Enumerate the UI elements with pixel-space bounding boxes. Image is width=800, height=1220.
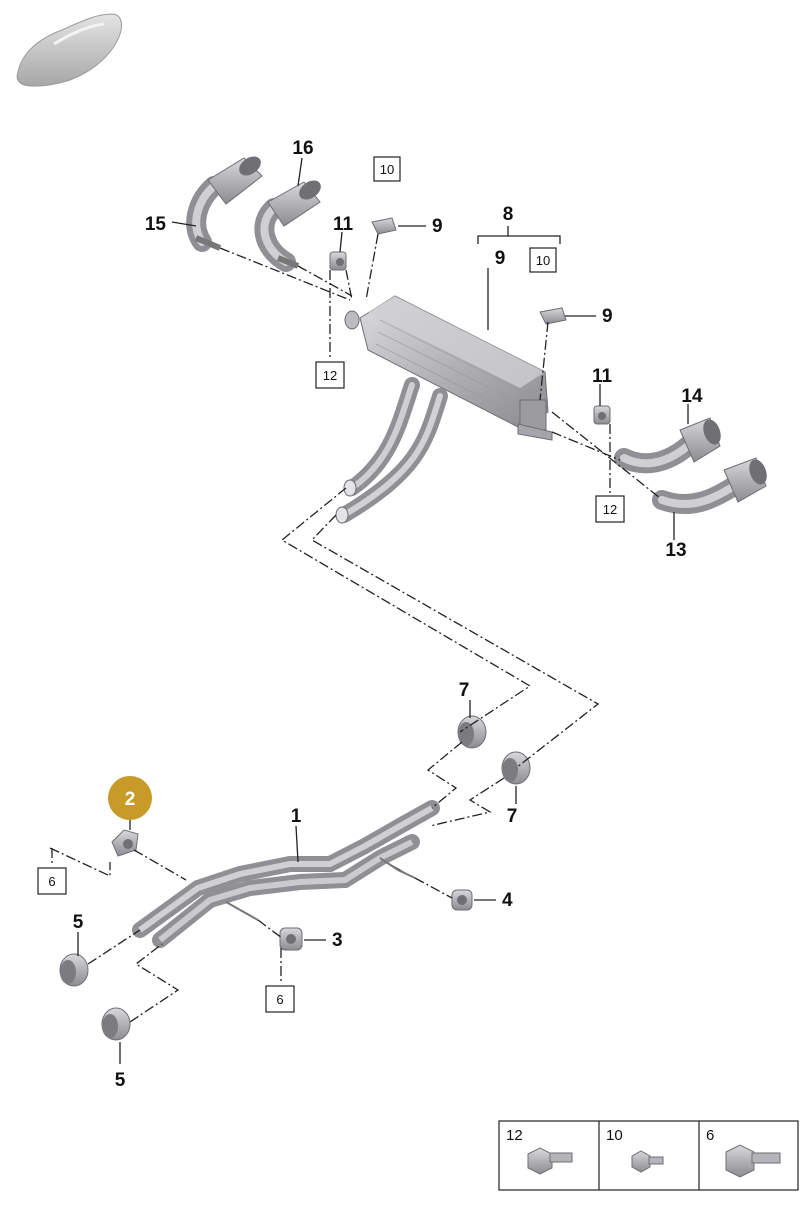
fastener-legend: 12 10 6	[498, 1120, 799, 1191]
connection-lines	[49, 233, 661, 1023]
bracket-9-upper	[371, 217, 397, 235]
callout-15[interactable]: 15	[145, 214, 167, 235]
callout-8[interactable]: 8	[503, 204, 514, 225]
tailpipe-13	[652, 457, 767, 514]
tailpipe-15	[186, 156, 263, 252]
ref-box-12-upper[interactable]: 12	[323, 368, 337, 383]
leader-lines	[77, 157, 689, 1064]
callout-16[interactable]: 16	[292, 138, 313, 159]
callout-9-upper[interactable]: 9	[432, 216, 443, 237]
callout-11-upper[interactable]: 11	[333, 214, 354, 235]
bolt-12-icon[interactable]	[527, 1147, 573, 1175]
boxed-refs: 10 10 12 12 6 6	[37, 156, 625, 1013]
bracket-9-lower	[539, 307, 567, 325]
legend-label-12: 12	[506, 1127, 523, 1144]
callout-11-lower[interactable]: 11	[592, 366, 613, 387]
legend-label-10: 10	[606, 1127, 623, 1144]
rear-muffler	[344, 295, 553, 441]
legend-label-6: 6	[706, 1127, 714, 1144]
ref-box-6-left[interactable]: 6	[48, 874, 55, 889]
callout-14[interactable]: 14	[681, 386, 703, 407]
tailpipe-14	[614, 417, 721, 474]
mount-4	[451, 889, 473, 911]
callout-4[interactable]: 4	[502, 890, 513, 911]
bolt-10-icon[interactable]	[631, 1150, 664, 1173]
front-pipe-pair	[335, 377, 448, 524]
bolt-6-icon[interactable]	[725, 1144, 781, 1178]
hanger-11-left	[329, 251, 347, 271]
vehicle-icon	[16, 13, 123, 87]
clamp-5-lower	[101, 1007, 131, 1041]
front-pipe-1	[132, 800, 440, 948]
ref-box-10-lower[interactable]: 10	[536, 253, 550, 268]
callout-5-upper[interactable]: 5	[73, 912, 84, 933]
mount-2	[111, 829, 139, 857]
clamp-5-upper	[59, 953, 89, 987]
callout-9-lower[interactable]: 9	[602, 306, 613, 327]
callouts: 15 16 11 9 8 9 9 11 14 13 7 7 1 3 4 5 5	[73, 138, 703, 1091]
ref-box-10-upper[interactable]: 10	[380, 162, 394, 177]
mount-3	[279, 927, 303, 951]
callout-7-lower[interactable]: 7	[507, 806, 518, 827]
tailpipe-16	[254, 180, 321, 272]
ref-box-12-lower[interactable]: 12	[603, 502, 617, 517]
ref-box-6-lower[interactable]: 6	[276, 992, 283, 1007]
callout-2-highlight[interactable]: 2	[108, 776, 152, 820]
callout-1[interactable]: 1	[291, 806, 302, 827]
callout-2[interactable]: 2	[125, 789, 136, 810]
callout-3[interactable]: 3	[332, 930, 343, 951]
callout-5-lower[interactable]: 5	[115, 1070, 126, 1091]
callout-7-upper[interactable]: 7	[459, 680, 470, 701]
clamp-7-upper	[457, 715, 487, 749]
hanger-11-right	[593, 405, 611, 425]
highlight-badge	[108, 776, 152, 820]
callout-9-bracket[interactable]: 9	[495, 248, 506, 269]
callout-13[interactable]: 13	[665, 540, 686, 561]
